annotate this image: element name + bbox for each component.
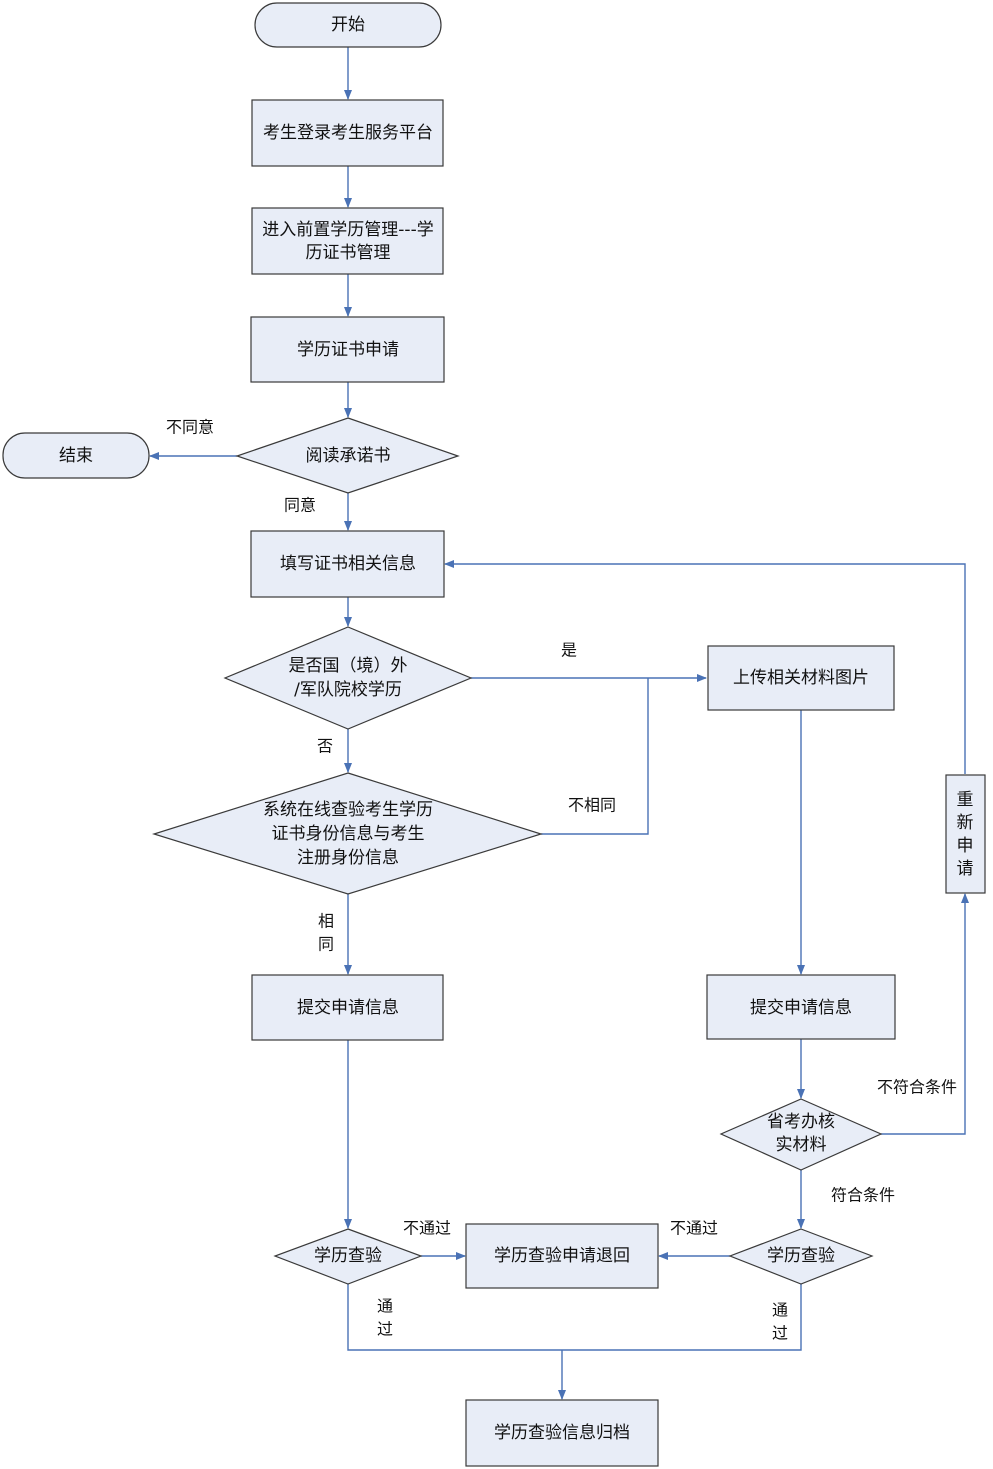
end-node: 结束 [2,432,150,479]
edge-check-left-archive [347,1284,802,1351]
system-label-line2: 证书身份信息与考生 [272,824,425,844]
connectors [149,47,969,1400]
label-agree: 同意 [284,496,316,515]
check-right-decision: 学历查验 [728,1228,874,1285]
edge-reapply-fill [444,560,966,774]
reapply-char-1: 重 [957,790,974,810]
edge-verify-reapply [881,893,969,1135]
login-box: 考生登录考生服务平台 [251,99,444,167]
foreign-decision: 是否国（境）外 /军队院校学历 [223,626,473,730]
check-left-label: 学历查验 [314,1246,382,1266]
check-left-decision: 学历查验 [273,1228,423,1285]
label-qualified: 符合条件 [831,1186,895,1205]
enter-label-line2: 历证书管理 [306,243,391,263]
start-label: 开始 [331,15,365,35]
reapply-char-4: 请 [957,859,974,879]
reapply-char-2: 新 [957,813,974,833]
label-not-same: 不相同 [568,796,616,815]
label-fail-right: 不通过 [670,1219,718,1238]
foreign-label-line2: /军队院校学历 [294,680,402,700]
reapply-char-3: 申 [957,836,974,856]
enter-label-line1: 进入前置学历管理---学 [262,220,433,240]
return-label: 学历查验申请退回 [494,1246,630,1266]
check-right-label: 学历查验 [767,1246,835,1266]
upload-label: 上传相关材料图片 [733,668,869,688]
read-label: 阅读承诺书 [306,446,391,466]
label-pass-right-2: 过 [772,1324,788,1343]
apply-label: 学历证书申请 [297,340,399,360]
verify-label-line2: 实材料 [776,1135,827,1155]
label-fail-left: 不通过 [403,1219,451,1238]
upload-box: 上传相关材料图片 [707,645,895,711]
foreign-label-line1: 是否国（境）外 [289,656,408,676]
start-node: 开始 [254,2,442,48]
system-label-line1: 系统在线查验考生学历 [263,800,433,820]
edge-labels: 不同意 同意 是 否 不相同 相 同 不符合条件 符合条件 不通过 不通过 通 … [166,418,957,1343]
end-label: 结束 [59,446,93,466]
label-pass-left-2: 过 [377,1320,393,1339]
edge-system-upload [541,678,649,835]
submit-right-box: 提交申请信息 [706,974,896,1040]
system-label-line3: 注册身份信息 [297,848,399,868]
verify-label-line1: 省考办核 [767,1112,835,1132]
label-no: 否 [317,737,333,756]
submit-left-box: 提交申请信息 [251,974,444,1041]
submit-right-label: 提交申请信息 [750,998,852,1018]
label-pass-right-1: 通 [772,1301,788,1320]
verify-decision: 省考办核 实材料 [719,1098,883,1171]
apply-box: 学历证书申请 [250,316,445,383]
label-disagree: 不同意 [166,418,214,437]
archive-box: 学历查验信息归档 [465,1399,659,1467]
read-decision: 阅读承诺书 [235,417,460,494]
enter-box: 进入前置学历管理---学 历证书管理 [251,207,444,275]
label-same-1: 相 [318,912,334,931]
label-yes: 是 [561,641,577,660]
label-same-2: 同 [318,935,334,954]
label-not-qualified: 不符合条件 [877,1078,957,1097]
label-pass-left-1: 通 [377,1297,393,1316]
submit-left-label: 提交申请信息 [297,998,399,1018]
reapply-box: 重 新 申 请 [945,774,986,894]
fill-box: 填写证书相关信息 [250,530,445,598]
login-label: 考生登录考生服务平台 [263,123,433,143]
archive-label: 学历查验信息归档 [494,1423,630,1443]
fill-label: 填写证书相关信息 [280,554,416,574]
system-decision: 系统在线查验考生学历 证书身份信息与考生 注册身份信息 [151,772,544,895]
return-box: 学历查验申请退回 [465,1223,659,1289]
